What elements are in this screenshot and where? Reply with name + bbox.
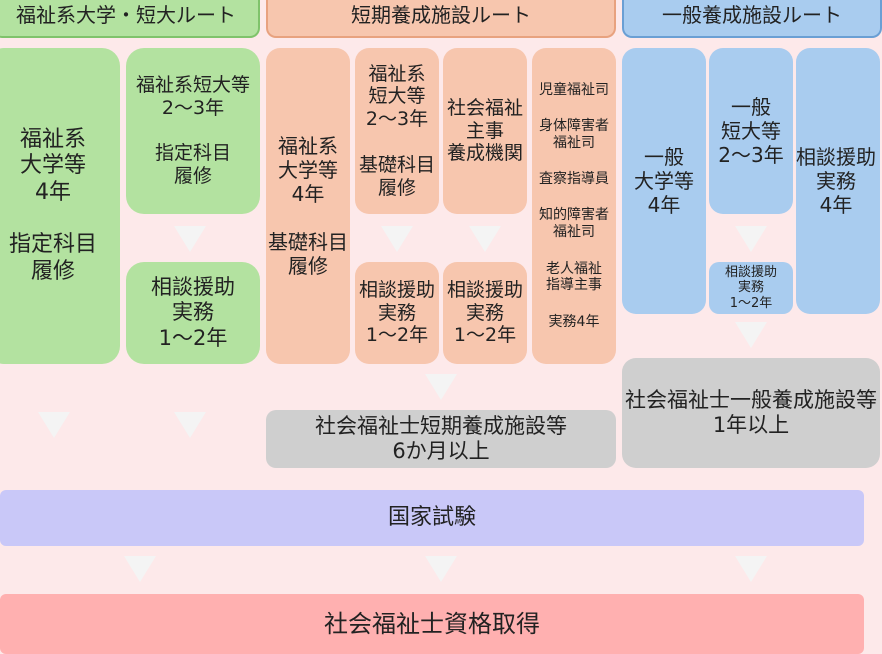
training-practice-box: 相談援助 実務 1～2年 xyxy=(443,262,527,364)
general-junior-college-box: 一般 短大等 2～3年 xyxy=(709,48,793,214)
general-training-facility-box: 社会福祉士一般養成施設等 1年以上 xyxy=(622,358,880,468)
welfare-university-box: 福祉系 大学等 4年 指定科目 履修 xyxy=(0,48,120,364)
welfare-consultation-practice-box: 相談援助 実務 1～2年 xyxy=(126,262,260,364)
arrow-short-to-facility xyxy=(425,374,457,400)
arrow-welfare-junior-to-practice xyxy=(174,226,206,252)
position-inspection-guide: 査察指導員 xyxy=(539,171,609,188)
header-short-term-route: 短期養成施設ルート xyxy=(266,0,616,38)
arrow-training-to-practice xyxy=(469,226,501,252)
arrow-exam-to-result-center xyxy=(425,556,457,582)
arrow-general-to-facility xyxy=(735,322,767,348)
header-welfare-university-route: 福祉系大学・短大ルート xyxy=(0,0,260,38)
arrow-welfare-junior-to-exam xyxy=(174,412,206,438)
arrow-welfare-univ-to-exam xyxy=(38,412,70,438)
general-consultation-practice-box: 相談援助 実務 4年 xyxy=(796,48,880,314)
general-junior-practice-box: 相談援助 実務 1～2年 xyxy=(709,262,793,314)
short-term-training-facility-box: 社会福祉士短期養成施設等 6か月以上 xyxy=(266,410,616,468)
position-practice-years: 実務4年 xyxy=(548,313,600,330)
short-junior-college-box: 福祉系 短大等 2～3年 基礎科目 履修 xyxy=(355,48,439,214)
public-positions-box: 児童福祉司 身体障害者 福祉司 査察指導員 知的障害者 福祉司 老人福祉 指導主… xyxy=(532,48,616,364)
national-exam-box: 国家試験 xyxy=(0,490,864,546)
arrow-exam-to-result-left xyxy=(124,556,156,582)
position-child-welfare: 児童福祉司 xyxy=(539,81,609,98)
position-disability-welfare: 身体障害者 福祉司 xyxy=(539,117,609,151)
general-university-box: 一般 大学等 4年 xyxy=(622,48,706,314)
arrow-general-junior-to-practice xyxy=(735,226,767,252)
position-intellectual-disability-welfare: 知的障害者 福祉司 xyxy=(539,207,609,241)
header-general-route: 一般養成施設ルート xyxy=(622,0,882,38)
arrow-short-junior-to-practice xyxy=(381,226,413,252)
position-elderly-welfare-guide: 老人福祉 指導主事 xyxy=(546,260,602,294)
arrow-exam-to-result-right xyxy=(735,556,767,582)
short-university-box: 福祉系 大学等 4年 基礎科目 履修 xyxy=(266,48,350,364)
welfare-junior-college-box: 福祉系短大等 2～3年 指定科目 履修 xyxy=(126,48,260,214)
social-welfare-officer-training-box: 社会福祉 主事 養成機関 xyxy=(443,48,527,214)
certification-acquired-box: 社会福祉士資格取得 xyxy=(0,594,864,654)
short-junior-practice-box: 相談援助 実務 1～2年 xyxy=(355,262,439,364)
